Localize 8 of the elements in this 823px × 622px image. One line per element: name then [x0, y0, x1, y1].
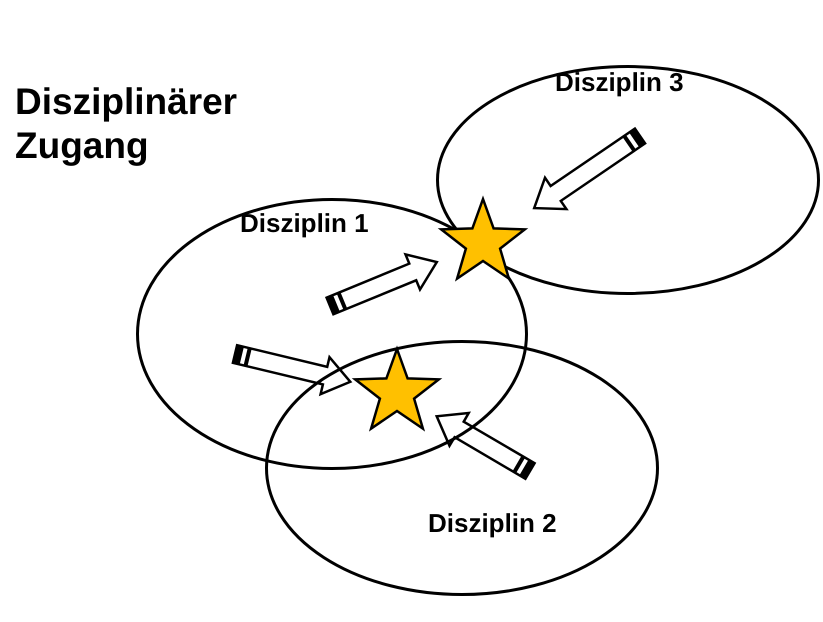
- block-arrow: [324, 252, 439, 316]
- discipline-label: Disziplin 1: [240, 208, 369, 239]
- discipline-label: Disziplin 2: [428, 508, 557, 539]
- block-arrow: [434, 412, 536, 480]
- discipline-label: Disziplin 3: [555, 67, 684, 98]
- diagram-title: Disziplinärer Zugang: [15, 80, 238, 168]
- block-arrow: [231, 344, 352, 396]
- block-arrow: [532, 126, 647, 210]
